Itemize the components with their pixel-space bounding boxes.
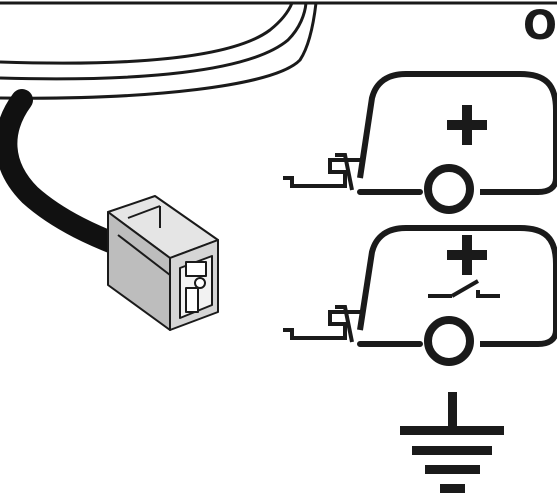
trailer-switched-positive-icon	[283, 225, 557, 366]
two-pin-connector	[107, 195, 219, 331]
trailer-positive-icon	[283, 71, 557, 214]
partial-heading-label: O	[522, 3, 557, 49]
switch-icon	[428, 279, 500, 298]
ground-icon	[400, 392, 504, 493]
plus-icon	[447, 235, 487, 275]
black-cable	[0, 89, 129, 256]
cable-outline	[0, 2, 318, 100]
plus-icon	[447, 105, 487, 145]
